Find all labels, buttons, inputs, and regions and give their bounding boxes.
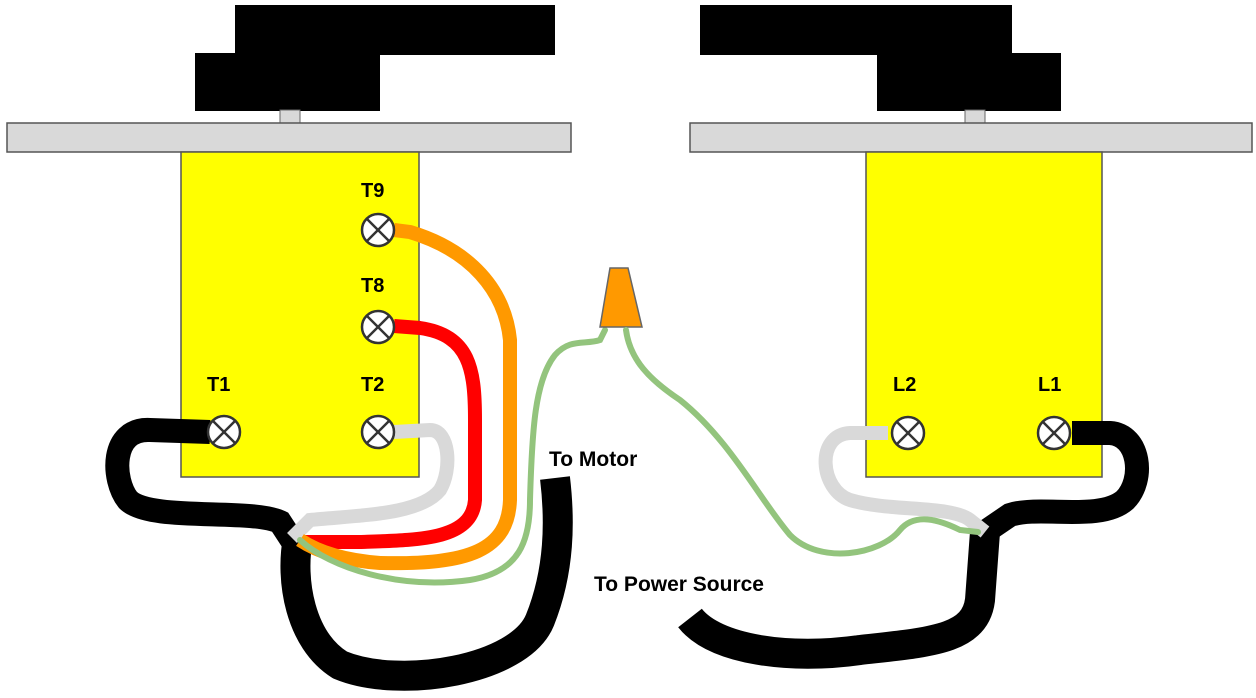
terminal-screw-icon (360, 309, 396, 345)
left-switch: T9 T8 T1 T2 (6, 5, 572, 478)
motor-cable-black (280, 476, 573, 691)
right-switch-handle (700, 5, 1061, 111)
orange-wire-t9 (296, 223, 517, 571)
to-power-source-label: To Power Source (594, 573, 764, 596)
power-cable-black (678, 530, 1000, 669)
terminal-label-t8: T8 (361, 275, 384, 297)
left-wiring (105, 223, 608, 691)
green-ground-wire-right (623, 327, 981, 557)
terminal-label-t2: T2 (361, 374, 384, 396)
terminal-screw-icon (360, 212, 396, 248)
terminal-label-l2: L2 (893, 374, 916, 396)
left-switch-shaft (279, 109, 301, 125)
terminal-screw-icon (360, 414, 396, 450)
right-switch: L2 L1 (689, 5, 1253, 478)
black-wire-t1 (105, 418, 306, 552)
terminal-screw-icon (1036, 415, 1072, 451)
terminal-screw-icon (206, 414, 242, 450)
terminal-label-l1: L1 (1038, 374, 1061, 396)
terminal-screw-icon (890, 415, 926, 451)
left-switch-handle (195, 5, 555, 111)
terminal-label-t9: T9 (361, 180, 384, 202)
right-wiring (623, 327, 1149, 669)
to-motor-label: To Motor (549, 448, 637, 471)
red-wire-t8 (305, 319, 482, 549)
right-switch-shaft (964, 109, 986, 125)
green-ground-wire-left (297, 327, 608, 586)
left-mount-plate (6, 122, 572, 153)
wire-nut-icon (599, 267, 643, 328)
right-mount-plate (689, 122, 1253, 153)
terminal-label-t1: T1 (207, 374, 230, 396)
white-wire-t2 (287, 422, 455, 543)
white-wire-l2 (818, 426, 990, 538)
black-wire-l1 (978, 421, 1149, 542)
